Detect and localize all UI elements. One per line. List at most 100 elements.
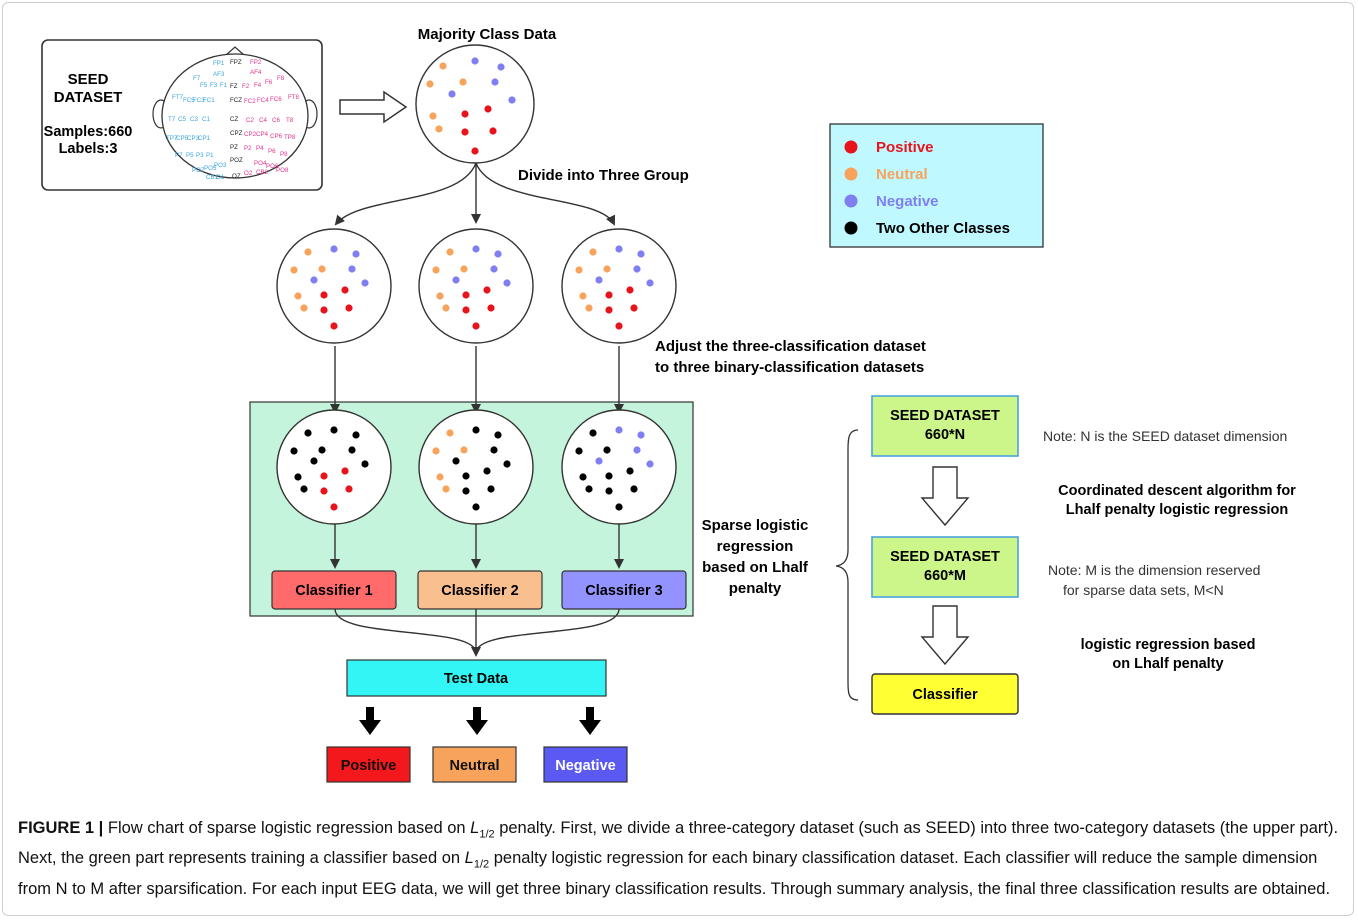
data-point — [472, 426, 480, 434]
sparse-label-2: regression — [717, 538, 794, 555]
legend-dot-icon — [844, 167, 858, 181]
binary-circle-2 — [418, 409, 534, 525]
seed-n-label-1: SEED DATASET — [890, 408, 1000, 424]
data-point — [310, 457, 318, 465]
electrode-label: C1 — [202, 116, 210, 123]
data-point — [426, 80, 434, 88]
output-box-neutral: Neutral — [432, 746, 517, 783]
data-point — [345, 485, 353, 493]
electrode-label: CP1 — [198, 135, 211, 142]
data-point — [646, 460, 654, 468]
data-point — [605, 487, 613, 495]
data-point — [310, 276, 318, 284]
electrode-label: T8 — [286, 117, 294, 124]
caption-math-2: L — [464, 849, 474, 868]
data-point — [294, 292, 302, 300]
data-point — [633, 446, 641, 454]
group-circle-3 — [561, 228, 677, 344]
electrode-label: C3 — [190, 116, 198, 123]
hollow-down-arrow-icon — [920, 605, 970, 666]
data-point — [626, 467, 634, 475]
electrode-label: C6 — [272, 117, 280, 124]
data-point — [318, 446, 326, 454]
legend-item: Two Other Classes — [844, 220, 1010, 237]
data-point — [630, 485, 638, 493]
test-data-label: Test Data — [444, 671, 509, 687]
electrode-label: F1 — [220, 82, 228, 89]
electrode-label: PO4 — [254, 160, 267, 167]
data-point — [615, 503, 623, 511]
adjust-label-1: Adjust the three-classification dataset — [655, 338, 926, 355]
data-point — [330, 322, 338, 330]
classifier-label: Classifier 2 — [441, 583, 518, 599]
electrode-label: FPZ — [230, 59, 242, 66]
electrode-label: FP1 — [213, 60, 225, 67]
output-label: Positive — [341, 758, 397, 774]
final-classifier-box — [871, 673, 1019, 715]
down-arrow-icon — [466, 707, 488, 735]
data-point — [320, 291, 328, 299]
electrode-label: FT7 — [172, 94, 184, 101]
caption-text-2: penalty. First, we divide a three-catego… — [18, 819, 1339, 868]
binary-circle-3 — [561, 409, 677, 525]
electrode-label: AF4 — [250, 69, 262, 76]
data-point — [448, 90, 456, 98]
data-point — [460, 265, 468, 273]
electrode-label: P8 — [280, 151, 288, 158]
electrode-label: CP2 — [244, 131, 257, 138]
electrode-label: P2 — [244, 145, 252, 152]
hollow-arrow-icon — [339, 90, 408, 124]
data-point — [490, 446, 498, 454]
electrode-label: FC2 — [244, 98, 256, 105]
electrode-label: O1 — [216, 174, 225, 181]
data-point — [483, 286, 491, 294]
electrode-label: CP3 — [187, 135, 200, 142]
data-point — [508, 96, 516, 104]
electrode-label: F2 — [242, 83, 250, 90]
data-point — [429, 112, 437, 120]
caption-text-1: Flow chart of sparse logistic regression… — [103, 819, 471, 837]
legend-dot-icon — [844, 194, 858, 208]
electrode-label: C5 — [178, 116, 186, 123]
classifier-label: Classifier 1 — [295, 583, 372, 599]
electrode-label: FC6 — [270, 96, 282, 103]
data-point — [605, 291, 613, 299]
step2-label-1: logistic regression based — [1081, 637, 1256, 653]
electrode-label: POZ — [230, 157, 243, 164]
seed-labels: Labels:3 — [59, 141, 118, 157]
arrow-to-group-3 — [475, 162, 615, 226]
data-point — [341, 286, 349, 294]
electrode-label: F4 — [254, 82, 262, 89]
group-circle-2 — [418, 228, 534, 344]
electrode-label: CP5 — [176, 135, 189, 142]
data-point — [603, 446, 611, 454]
electrode-label: FT8 — [288, 94, 300, 101]
data-point — [490, 265, 498, 273]
data-point — [491, 78, 499, 86]
data-point — [320, 487, 328, 495]
data-point — [436, 473, 444, 481]
right-flow: SEED DATASET 660*N Note: N is the SEED d… — [871, 395, 1296, 715]
data-point — [605, 472, 613, 480]
down-arrow-icon — [359, 707, 381, 735]
majority-label: Majority Class Data — [418, 26, 557, 43]
data-point — [330, 503, 338, 511]
electrode-label: PO8 — [276, 167, 289, 174]
data-point — [585, 485, 593, 493]
electrode-label: FC3 — [193, 97, 205, 104]
legend-label: Negative — [876, 193, 939, 210]
sparse-label-1: Sparse logistic — [702, 517, 809, 534]
data-point — [605, 306, 613, 314]
seed-dataset-box: SEED DATASET Samples:660 Labels:3 FP1AF3… — [41, 39, 323, 191]
data-point — [442, 485, 450, 493]
data-point — [460, 446, 468, 454]
data-point — [361, 460, 369, 468]
data-point — [503, 279, 511, 287]
data-point — [471, 57, 479, 65]
data-point — [442, 304, 450, 312]
data-point — [575, 266, 583, 274]
electrode-label: P6 — [268, 148, 276, 155]
data-point — [579, 292, 587, 300]
